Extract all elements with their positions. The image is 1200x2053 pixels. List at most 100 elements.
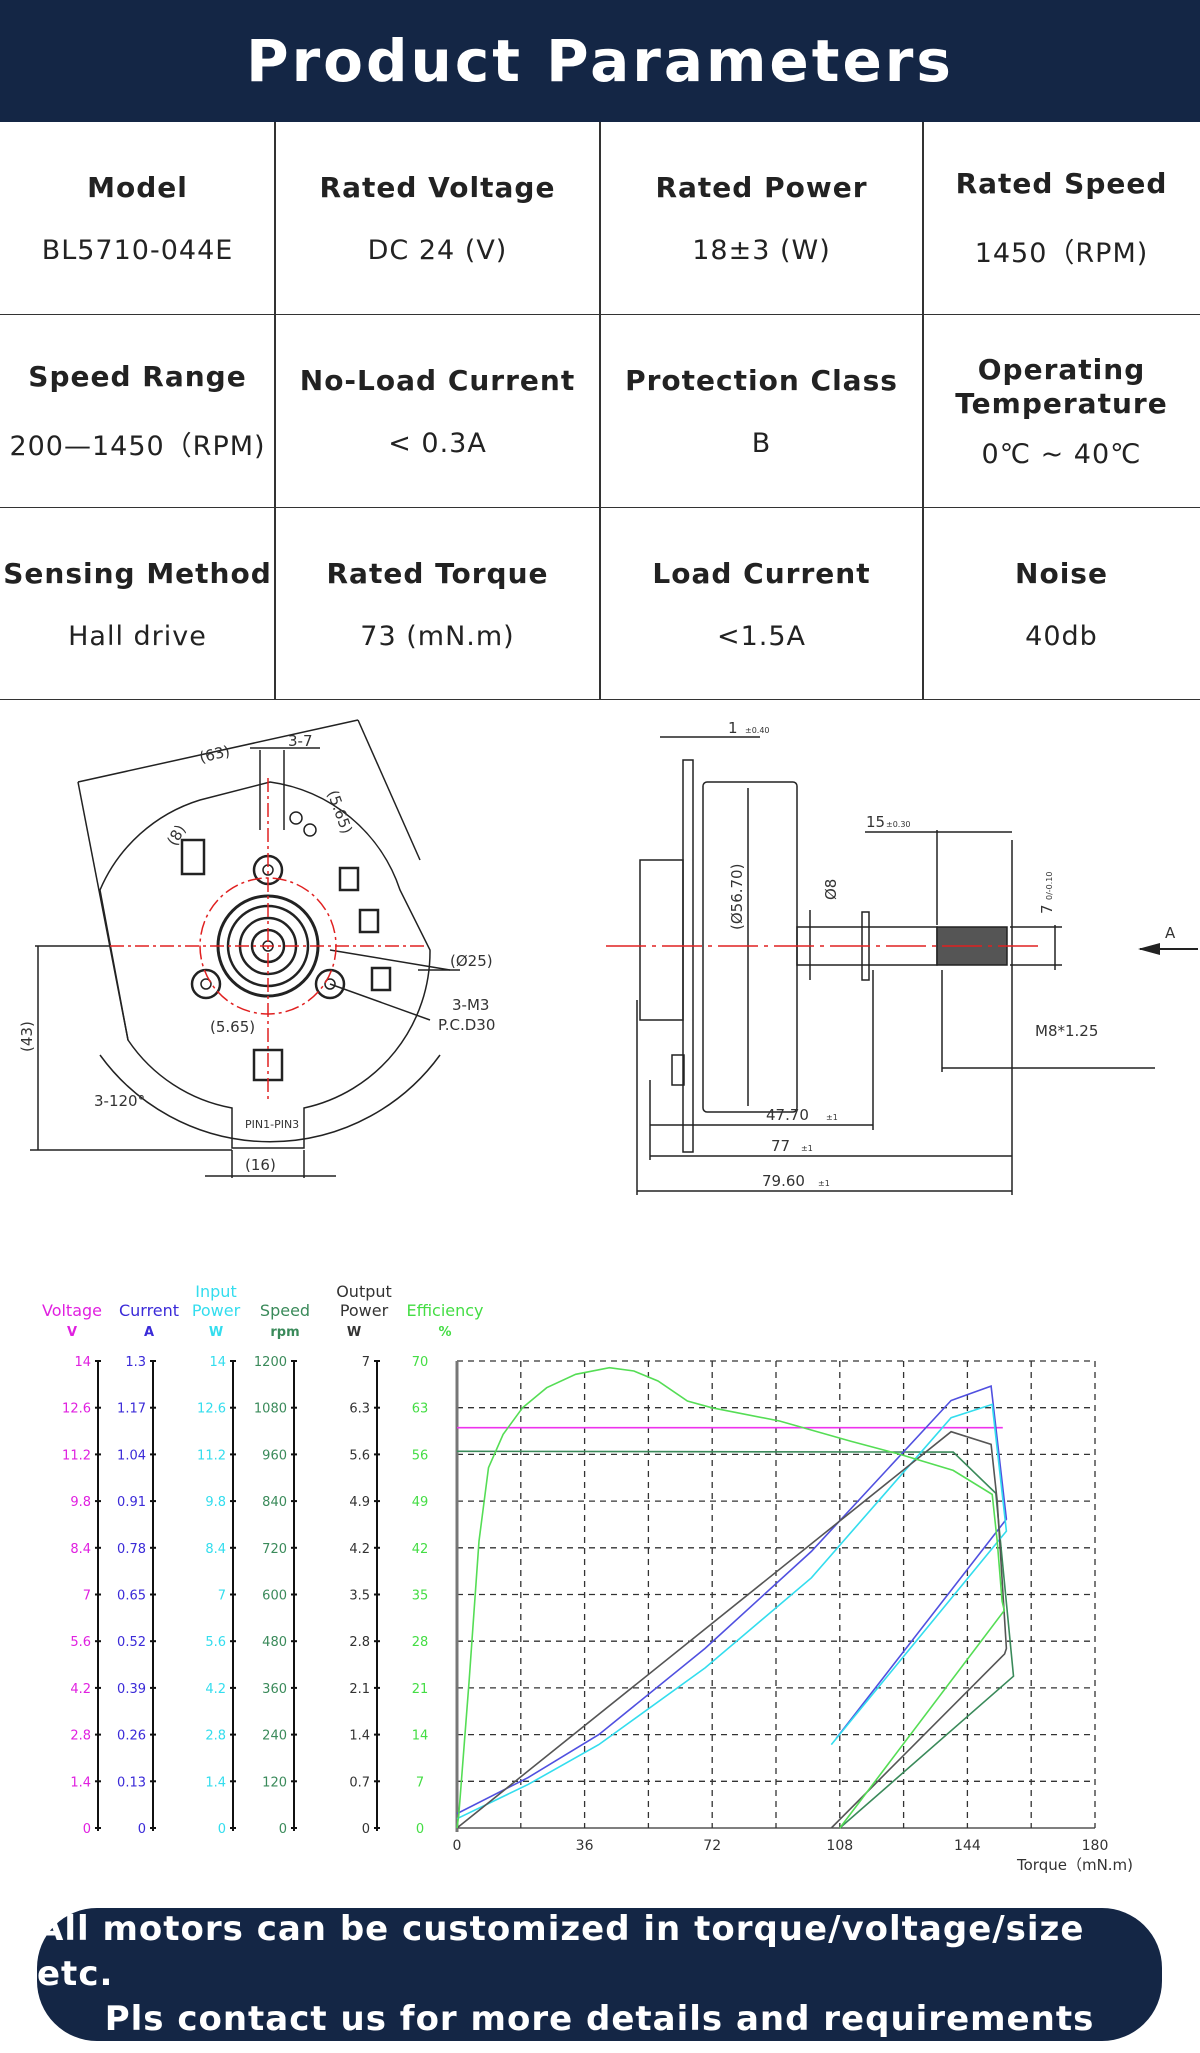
- pcb-outline: [99, 781, 431, 1149]
- divider: [599, 122, 601, 700]
- x-axis-label: Torque（mN.m): [1016, 1856, 1133, 1874]
- param-label: Load Current: [652, 557, 871, 590]
- param-value: 200—1450（RPM): [9, 431, 266, 462]
- axis-title-voltage: Voltage: [42, 1301, 102, 1320]
- y-tick-label-input: 9.8: [205, 1495, 226, 1510]
- param-value: 40db: [1025, 621, 1098, 652]
- y-tick-label-input: 2.8: [205, 1729, 226, 1744]
- y-tick-label-current: 1.3: [125, 1355, 146, 1370]
- dim-15: 15: [866, 813, 885, 831]
- x-tick-label: 72: [703, 1838, 721, 1854]
- y-tick-label-output: 2.1: [349, 1682, 370, 1697]
- series-line-output: [456, 1430, 1008, 1829]
- dim-tolerance: ±1: [801, 1144, 813, 1153]
- y-tick-label-output: 0: [362, 1822, 370, 1837]
- y-tick-label-speed: 1200: [254, 1355, 287, 1370]
- y-tick-label-efficiency: 21: [412, 1682, 429, 1697]
- y-tick-label-current: 0.78: [117, 1542, 146, 1557]
- param-label: Speed Range: [28, 360, 247, 393]
- y-tick-label-speed: 120: [262, 1775, 287, 1790]
- y-tick-label-output: 5.6: [349, 1448, 370, 1463]
- x-tick-label: 144: [954, 1838, 981, 1854]
- param-speed-range: Speed Range 200—1450（RPM): [0, 315, 275, 508]
- customization-banner: All motors can be customized in torque/v…: [37, 1908, 1162, 2041]
- y-tick-label-voltage: 0: [83, 1822, 91, 1837]
- axis-unit-output: W: [347, 1325, 361, 1340]
- dim-1-tolerance: ±0.40: [745, 726, 770, 735]
- side-view-drawing: 1 ±0.40 (Ø56.70) Ø8 15 ±0.30 7 0/-0.10 M…: [606, 719, 1198, 1195]
- dim-tolerance: ±1: [826, 1113, 838, 1122]
- view-a-arrow-icon: [1138, 943, 1198, 955]
- y-tick-label-output: 0.7: [349, 1775, 370, 1790]
- y-tick-label-output: 7: [362, 1355, 370, 1370]
- param-value: 1450（RPM): [974, 238, 1149, 269]
- param-no-load-current: No-Load Current< 0.3A: [275, 315, 600, 508]
- y-tick-label-voltage: 2.8: [70, 1729, 91, 1744]
- y-tick-label-current: 0.91: [117, 1495, 146, 1510]
- param-value: 18±3 (W): [692, 235, 831, 266]
- y-tick-label-current: 0.13: [117, 1775, 146, 1790]
- axis-title-output: Power: [340, 1301, 389, 1320]
- y-tick-label-speed: 0: [279, 1822, 287, 1837]
- param-value: BL5710-044E: [41, 235, 234, 266]
- dim-diameter-25: (Ø25): [450, 952, 493, 970]
- y-tick-label-speed: 600: [262, 1589, 287, 1604]
- divider: [922, 122, 924, 700]
- y-tick-label-current: 0: [138, 1822, 146, 1837]
- y-tick-label-output: 3.5: [349, 1589, 370, 1604]
- axis-title-output: Output: [336, 1282, 392, 1301]
- dim-5-65-top: (5.65): [324, 788, 356, 837]
- y-tick-label-voltage: 11.2: [62, 1448, 91, 1463]
- series-line-efficiency: [456, 1366, 1006, 1829]
- y-tick-label-input: 4.2: [205, 1682, 226, 1697]
- y-tick-label-input: 0: [218, 1822, 226, 1837]
- y-tick-label-output: 2.8: [349, 1635, 370, 1650]
- axis-unit-voltage: V: [67, 1325, 77, 1340]
- param-value: B: [751, 428, 772, 459]
- axis-title-speed: Speed: [260, 1301, 310, 1320]
- dim-47-70: 47.70: [766, 1106, 809, 1124]
- dim-77: 77: [771, 1137, 790, 1155]
- axis-title-efficiency: Efficiency: [406, 1301, 483, 1320]
- param-value: 0℃ ~ 40℃: [981, 439, 1142, 470]
- y-tick-label-voltage: 5.6: [70, 1635, 91, 1650]
- y-tick-label-output: 4.9: [349, 1495, 370, 1510]
- dim-3-m3: 3-M3: [452, 996, 489, 1014]
- y-tick-label-speed: 840: [262, 1495, 287, 1510]
- y-tick-label-voltage: 4.2: [70, 1682, 91, 1697]
- y-tick-label-efficiency: 70: [412, 1355, 429, 1370]
- param-label: Noise: [1015, 557, 1108, 590]
- y-tick-label-input: 5.6: [205, 1635, 226, 1650]
- y-tick-label-speed: 960: [262, 1448, 287, 1463]
- y-tick-label-current: 1.17: [117, 1402, 146, 1417]
- axis-title-input: Power: [192, 1301, 241, 1320]
- y-tick-label-efficiency: 42: [412, 1542, 429, 1557]
- y-tick-label-current: 1.04: [117, 1448, 146, 1463]
- dim-m8-thread: M8*1.25: [1035, 1022, 1098, 1040]
- y-tick-label-efficiency: 63: [412, 1402, 429, 1417]
- x-tick-label: 0: [453, 1838, 462, 1854]
- dim-79-60: 79.60: [762, 1172, 805, 1190]
- divider: [274, 122, 276, 700]
- x-tick-label: 108: [826, 1838, 853, 1854]
- y-tick-label-efficiency: 35: [412, 1589, 429, 1604]
- y-tick-label-current: 0.65: [117, 1589, 146, 1604]
- axis-unit-efficiency: %: [438, 1325, 451, 1340]
- param-value: DC 24 (V): [367, 235, 508, 266]
- series-line-speed: [456, 1450, 1015, 1829]
- dim-1: 1: [728, 719, 738, 737]
- axis-title-current: Current: [119, 1301, 179, 1320]
- x-tick-label: 180: [1082, 1838, 1109, 1854]
- y-tick-label-input: 12.6: [197, 1402, 226, 1417]
- dim-diameter-56-70: (Ø56.70): [728, 864, 746, 930]
- y-tick-label-efficiency: 0: [416, 1822, 424, 1837]
- y-tick-label-input: 14: [209, 1355, 226, 1370]
- x-tick-label: 36: [576, 1838, 594, 1854]
- front-view-drawing: (63) 3-7 (8) (5.65) (Ø25) 3-M3 P.C.D30 (…: [18, 719, 495, 1178]
